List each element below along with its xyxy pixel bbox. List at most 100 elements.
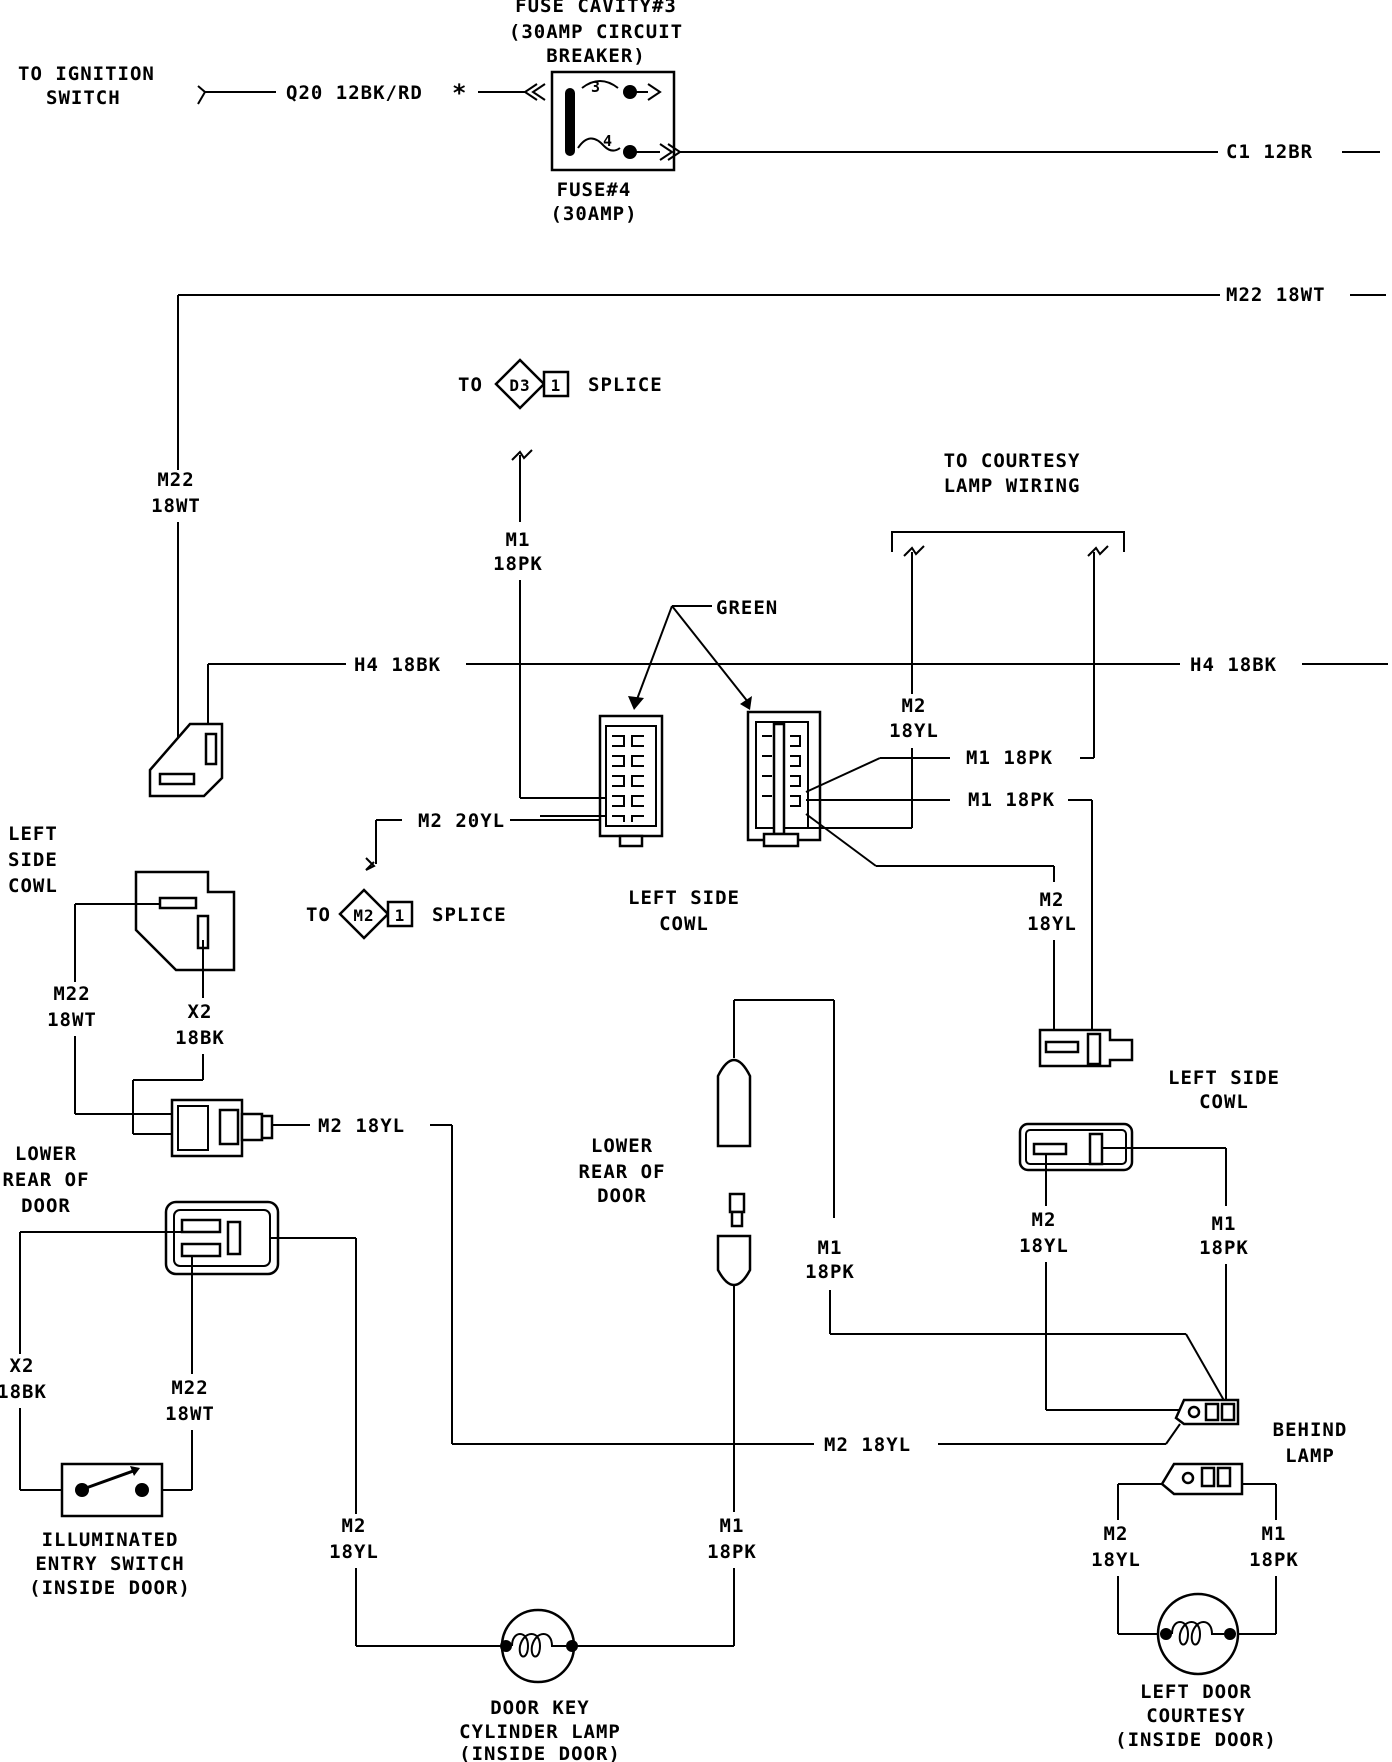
wire-label-m2: M2 bbox=[1104, 1523, 1129, 1545]
breaker-arc bbox=[581, 80, 619, 89]
connector-lower-rear bbox=[164, 1200, 280, 1276]
to-ignition-label: SWITCH bbox=[46, 87, 121, 109]
left-side-cowl-label: COWL bbox=[1199, 1091, 1249, 1113]
bullet-connector-pin bbox=[716, 1192, 752, 1287]
lower-rear-label: LOWER bbox=[591, 1135, 653, 1157]
wire-label-m1: 18PK bbox=[707, 1541, 757, 1563]
to-ignition-label: TO IGNITION bbox=[18, 63, 155, 85]
to-courtesy-label: LAMP WIRING bbox=[944, 475, 1081, 497]
wire-break-icon bbox=[365, 857, 376, 871]
wire-label-x2: 18BK bbox=[0, 1381, 47, 1403]
wire-label-h4: H4 18BK bbox=[354, 654, 441, 676]
splice-to-label: TO bbox=[306, 904, 331, 926]
bracket bbox=[891, 531, 1125, 552]
wire-label-q20: Q20 12BK/RD bbox=[286, 82, 423, 104]
bullet-connector-socket bbox=[716, 1058, 752, 1148]
fuse-block: FUSE CAVITY#3 (30AMP CIRCUIT BREAKER) 3 … bbox=[509, 0, 683, 225]
connector-right-cowl-lower bbox=[1018, 1122, 1134, 1172]
door-key-lamp-label: DOOR KEY bbox=[490, 1697, 590, 1719]
door-key-cylinder-lamp bbox=[500, 1608, 578, 1684]
wire-label-x2: X2 bbox=[188, 1001, 213, 1023]
lower-rear-label: LOWER bbox=[15, 1143, 77, 1165]
pin-3-label: 3 bbox=[591, 78, 601, 96]
wire-label-x2: 18BK bbox=[175, 1027, 225, 1049]
splice-number: 1 bbox=[551, 376, 562, 395]
left-door-courtesy-lamp bbox=[1156, 1592, 1240, 1676]
wire-label-m1: M1 18PK bbox=[966, 747, 1053, 769]
connector-chevron-icon bbox=[647, 83, 662, 101]
illuminated-entry-switch bbox=[60, 1462, 164, 1518]
lower-rear-label: REAR OF bbox=[578, 1161, 665, 1183]
door-key-lamp-label: (INSIDE DOOR) bbox=[459, 1743, 621, 1762]
connector-lamp-socket bbox=[1160, 1462, 1244, 1496]
wire-label-m2: M2 bbox=[1040, 889, 1065, 911]
connector-green-right bbox=[746, 710, 822, 848]
asterisk-icon: * bbox=[452, 79, 467, 107]
courtesy-lamp-label: LEFT DOOR bbox=[1140, 1681, 1252, 1703]
switch-label: ENTRY SWITCH bbox=[35, 1553, 184, 1575]
wire-label-x2: X2 bbox=[10, 1355, 35, 1377]
connector-chevron-icon bbox=[523, 83, 546, 101]
wire-label-m2: M2 bbox=[902, 695, 927, 717]
wire-label-m2: 18YL bbox=[1091, 1549, 1141, 1571]
fuse-element bbox=[577, 137, 621, 152]
wire-label-m22: M22 bbox=[157, 469, 194, 491]
wire-label-m2: M2 20YL bbox=[418, 810, 505, 832]
left-side-cowl-label: COWL bbox=[8, 875, 58, 897]
wire-break-icon bbox=[197, 85, 207, 105]
courtesy-lamp-label: COURTESY bbox=[1146, 1705, 1246, 1727]
wire-label-m1: M1 bbox=[720, 1515, 745, 1537]
fuse-cavity-label: BREAKER) bbox=[546, 45, 646, 67]
wire-label-m1: M1 bbox=[506, 529, 531, 551]
pin-4-label: 4 bbox=[603, 132, 613, 150]
wire-break-icon bbox=[1087, 545, 1109, 557]
wire-label-m22: M22 18WT bbox=[1226, 284, 1326, 306]
wire-label-m22: M22 bbox=[53, 983, 90, 1005]
lower-rear-label: DOOR bbox=[597, 1185, 647, 1207]
behind-lamp-label: BEHIND bbox=[1273, 1419, 1348, 1441]
left-side-cowl-label: LEFT SIDE bbox=[628, 887, 740, 909]
connector-right-cowl-upper bbox=[1038, 1028, 1134, 1068]
wire-label-m22: 18WT bbox=[151, 495, 201, 517]
wire-label-m2: 18YL bbox=[889, 720, 939, 742]
wire-label-m1: 18PK bbox=[805, 1261, 855, 1283]
wire-label-m1: M1 bbox=[1212, 1213, 1237, 1235]
wire-label-h4: H4 18BK bbox=[1190, 654, 1277, 676]
connector-behind-lamp bbox=[1174, 1398, 1240, 1426]
door-key-lamp-label: CYLINDER LAMP bbox=[459, 1721, 621, 1743]
left-side-cowl-label: COWL bbox=[659, 913, 709, 935]
wire-break-icon bbox=[511, 449, 533, 461]
wire-label-m1: M1 bbox=[818, 1237, 843, 1259]
fuse-cavity-label: (30AMP CIRCUIT bbox=[509, 21, 683, 43]
wire-label-m1: M1 18PK bbox=[968, 789, 1055, 811]
left-side-cowl-label: LEFT SIDE bbox=[1168, 1067, 1280, 1089]
fuse-4-label: (30AMP) bbox=[550, 203, 637, 225]
wire-label-m2: M2 18YL bbox=[318, 1115, 405, 1137]
wire-break-icon bbox=[903, 545, 925, 557]
splice-number-box bbox=[386, 900, 414, 928]
wire-label-m2: 18YL bbox=[1019, 1235, 1069, 1257]
splice-number-box bbox=[542, 370, 570, 398]
arrow-icon bbox=[740, 696, 752, 710]
arrow-icon bbox=[628, 696, 644, 710]
wire-label-m2: 18YL bbox=[329, 1541, 379, 1563]
wire-label-m1: M1 bbox=[1262, 1523, 1287, 1545]
wire-label-c1: C1 12BR bbox=[1226, 141, 1313, 163]
splice-label: SPLICE bbox=[588, 374, 663, 396]
wire-label-m22: M22 bbox=[171, 1377, 208, 1399]
wire-label-m2: M2 bbox=[1032, 1209, 1057, 1231]
fuse-4-label: FUSE#4 bbox=[557, 179, 632, 201]
courtesy-lamp-label: (INSIDE DOOR) bbox=[1115, 1729, 1277, 1751]
wire-label-m1: 18PK bbox=[493, 553, 543, 575]
splice-number: 1 bbox=[395, 906, 406, 925]
lower-rear-label: REAR OF bbox=[2, 1169, 89, 1191]
splice-id: M2 bbox=[353, 906, 374, 925]
splice-id: D3 bbox=[509, 376, 530, 395]
connector-left-cowl bbox=[134, 870, 236, 972]
switch-label: (INSIDE DOOR) bbox=[29, 1577, 191, 1599]
to-courtesy-label: TO COURTESY bbox=[944, 450, 1081, 472]
wire-label-m22: 18WT bbox=[47, 1009, 97, 1031]
wire-label-m1: 18PK bbox=[1199, 1237, 1249, 1259]
fuse-cavity-label: FUSE CAVITY#3 bbox=[515, 0, 677, 17]
